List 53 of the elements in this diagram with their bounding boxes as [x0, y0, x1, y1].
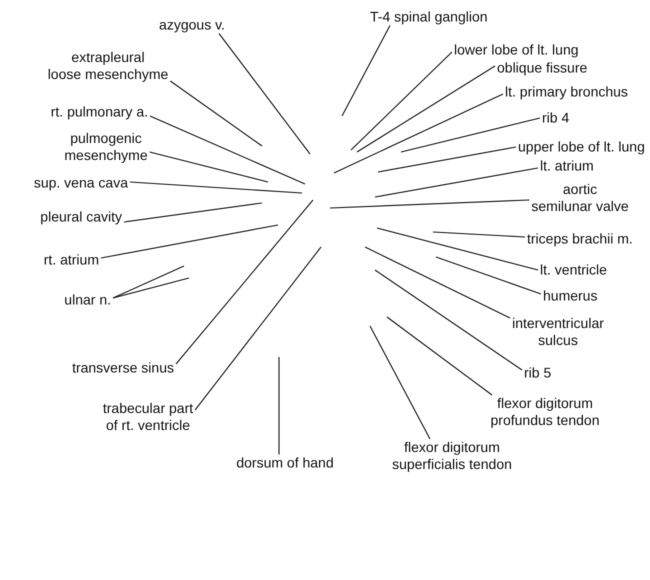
leader-line	[334, 94, 504, 174]
part-label: lower lobe of lt. lung	[452, 42, 581, 58]
leader-line	[278, 357, 280, 454]
part-label: triceps brachii m.	[525, 230, 635, 248]
part-label: transverse sinus	[70, 360, 176, 376]
part-label: flexor digitorum superficialis tendon	[390, 439, 514, 473]
leader-line	[400, 117, 540, 153]
leader-line	[374, 270, 522, 370]
leader-line	[124, 202, 262, 223]
leader-line	[374, 167, 538, 198]
part-label: lt. primary bronchus	[503, 84, 630, 100]
leader-line	[100, 224, 278, 259]
part-label: T-4 spinal ganglion	[368, 8, 490, 26]
leader-line	[378, 146, 516, 173]
part-label: upper lobe of lt. lung	[516, 138, 647, 156]
part-label: rib 4	[540, 110, 572, 126]
leader-line	[218, 33, 310, 154]
part-label: extrapleural loose mesenchyme	[46, 49, 170, 83]
leader-line	[112, 266, 184, 298]
leader-line	[436, 256, 542, 295]
leader-line	[432, 231, 526, 238]
part-label: pleural cavity	[38, 208, 124, 226]
leader-line	[356, 66, 496, 152]
part-label: trabecular part of rt. ventricle	[100, 400, 196, 434]
leader-line	[150, 116, 306, 184]
leader-line	[170, 80, 262, 146]
leader-line	[342, 25, 390, 116]
part-label: dorsum of hand	[234, 454, 336, 472]
part-label: pulmogenic mesenchyme	[62, 130, 150, 164]
leader-line	[194, 246, 322, 410]
leader-line	[330, 199, 530, 209]
part-label: humerus	[541, 288, 600, 304]
part-label: lt. atrium	[538, 158, 596, 174]
part-label: aortic semilunar valve	[529, 181, 631, 215]
leader-line	[350, 52, 452, 150]
part-label: azygous v.	[157, 16, 227, 34]
part-label: rt. pulmonary a.	[48, 104, 150, 120]
leader-line	[176, 200, 314, 364]
leader-line	[370, 326, 430, 440]
leader-line	[149, 151, 268, 183]
part-label: sup. vena cava	[32, 174, 130, 192]
part-label: flexor digitorum profundus tendon	[488, 395, 602, 429]
part-label: lt. ventricle	[538, 262, 609, 278]
part-label: interventricular sulcus	[510, 315, 606, 349]
part-label: oblique fissure	[495, 60, 590, 76]
leader-line	[364, 246, 510, 318]
leader-line	[112, 277, 190, 299]
part-label: rib 5	[522, 364, 554, 382]
part-label: rt. atrium	[42, 252, 101, 268]
leader-line	[130, 181, 302, 194]
leader-line	[376, 227, 538, 271]
leader-line	[386, 316, 492, 396]
part-label: ulnar n.	[62, 292, 113, 308]
